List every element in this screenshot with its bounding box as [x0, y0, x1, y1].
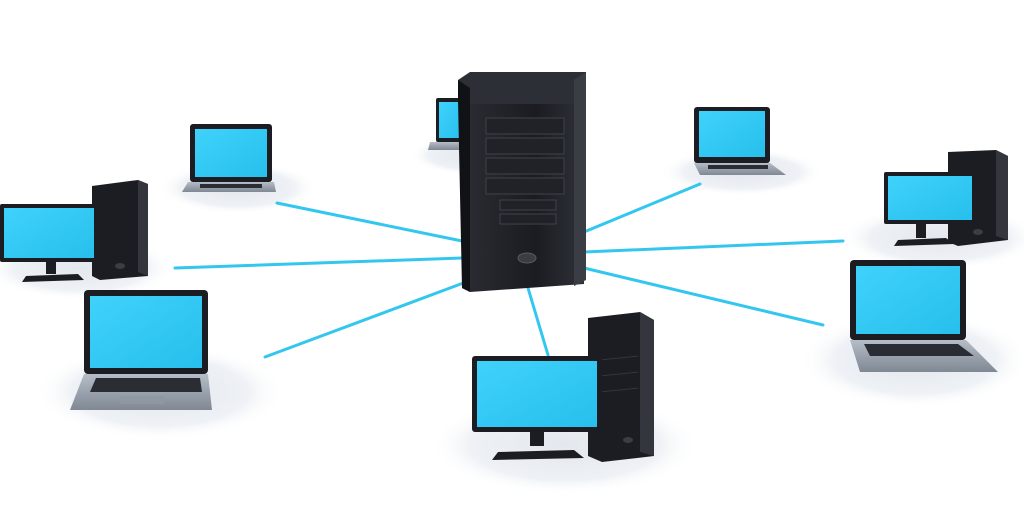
link-desktop-bottom-center: [526, 286, 550, 357]
desktop-right: [884, 150, 1008, 246]
server-icon: [458, 72, 586, 292]
link-laptop-bottom-left: [263, 280, 468, 359]
laptop-bottom-right: [850, 260, 998, 372]
network-links: [173, 182, 845, 359]
laptop-top-right: [694, 107, 786, 175]
server-power-button: [517, 252, 537, 264]
link-laptop-top-left: [275, 201, 464, 243]
link-desktop-left: [173, 256, 464, 270]
link-laptop-top-right: [582, 182, 702, 234]
link-laptop-bottom-right: [582, 266, 825, 327]
desktop-tower: [588, 312, 654, 462]
desktop-bottom-center: [472, 312, 654, 462]
server-drive-bays: [485, 117, 565, 225]
laptop-bottom-left: [70, 290, 212, 410]
desktop-tower: [92, 180, 148, 280]
desktop-left: [0, 180, 148, 282]
laptop-top-left: [182, 124, 276, 192]
link-desktop-right: [582, 239, 845, 254]
